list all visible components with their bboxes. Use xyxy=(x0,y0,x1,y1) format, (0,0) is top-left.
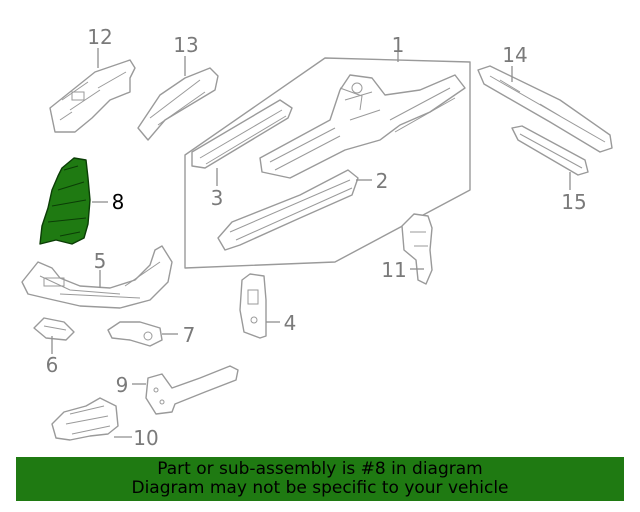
part-9[interactable] xyxy=(145,365,239,415)
callout-2[interactable]: 2 xyxy=(376,169,389,193)
banner-line-part: Part or sub-assembly is #8 in diagram xyxy=(157,459,483,479)
callout-5[interactable]: 5 xyxy=(94,249,107,273)
part-6[interactable] xyxy=(33,317,75,341)
part-7[interactable] xyxy=(107,321,163,347)
part-14[interactable] xyxy=(477,65,613,153)
callout-12[interactable]: 12 xyxy=(87,25,112,49)
part-3[interactable] xyxy=(191,99,293,169)
callout-1[interactable]: 1 xyxy=(392,33,405,57)
info-banner: Part or sub-assembly is #8 in diagram Di… xyxy=(16,457,624,501)
callout-15[interactable]: 15 xyxy=(561,190,586,214)
callout-11[interactable]: 11 xyxy=(381,258,406,282)
callout-7[interactable]: 7 xyxy=(183,323,196,347)
callout-6[interactable]: 6 xyxy=(46,353,59,377)
part-4[interactable] xyxy=(239,273,267,339)
part-10[interactable] xyxy=(51,397,119,441)
part-8-highlighted[interactable] xyxy=(39,157,91,245)
callout-14[interactable]: 14 xyxy=(502,43,527,67)
part-11[interactable] xyxy=(401,213,433,285)
callout-3[interactable]: 3 xyxy=(211,186,224,210)
callout-4[interactable]: 4 xyxy=(284,311,297,335)
callout-10[interactable]: 10 xyxy=(133,426,158,450)
part-1[interactable] xyxy=(259,74,466,179)
callout-13[interactable]: 13 xyxy=(173,33,198,57)
assembly-box-1 xyxy=(184,57,471,269)
callout-8[interactable]: 8 xyxy=(112,190,125,214)
part-5[interactable] xyxy=(21,245,173,309)
part-12[interactable] xyxy=(49,59,136,133)
part-15[interactable] xyxy=(511,125,589,176)
callout-9[interactable]: 9 xyxy=(116,373,129,397)
banner-line-disclaimer: Diagram may not be specific to your vehi… xyxy=(131,478,509,498)
part-13[interactable] xyxy=(137,67,219,141)
part-2[interactable] xyxy=(217,169,359,251)
